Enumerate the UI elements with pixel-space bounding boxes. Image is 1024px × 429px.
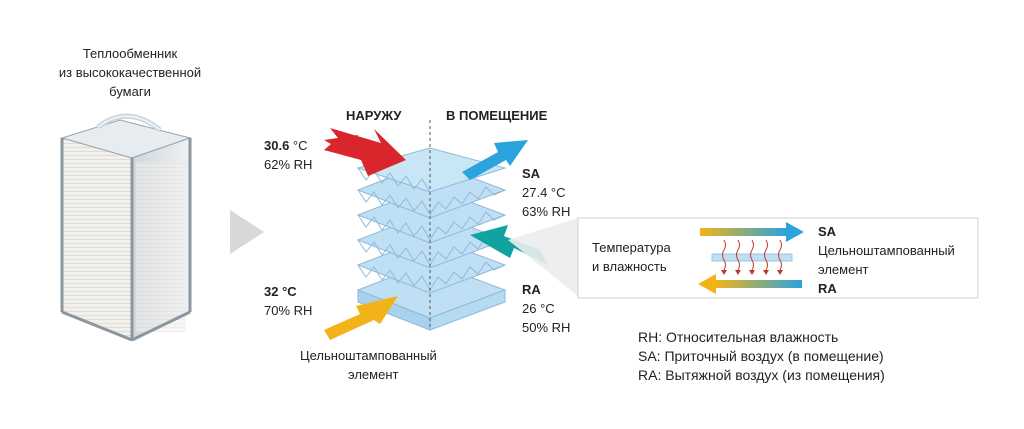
- legend: RH: Относительная влажность SA: Приточны…: [638, 328, 885, 385]
- detail-left-text-line-2: и влажность: [592, 259, 667, 274]
- detail-element-text-line-1: Цельноштампованный: [818, 243, 955, 258]
- outdoor-intake-rh: 70% RH: [264, 303, 313, 318]
- detail-left-text: Температура и влажность: [592, 238, 671, 276]
- outdoor-intake-readout: 32 °C 70% RH: [264, 282, 312, 320]
- detail-left-text-line-1: Температура: [592, 240, 671, 255]
- outdoor-intake-temp: 32 °C: [264, 284, 297, 299]
- filter-caption-line-3: бумаги: [109, 84, 151, 99]
- outdoor-intake-arrow: [324, 296, 398, 340]
- supply-air-rh: 63% RH: [522, 204, 571, 219]
- filter-caption-line-1: Теплообменник: [82, 46, 178, 61]
- filter-illustration: [60, 113, 192, 342]
- return-air-readout: RA 26 °C 50% RH: [522, 280, 570, 337]
- return-air-rh: 50% RH: [522, 320, 571, 335]
- pointer-triangle: [230, 210, 264, 254]
- outdoor-exhaust-readout: 30.6 °C 62% RH: [264, 136, 312, 174]
- detail-ra-label: RA: [818, 281, 837, 296]
- detail-element-text-line-2: элемент: [818, 262, 869, 277]
- detail-right-text: SA Цельноштампованный элемент RA: [818, 222, 955, 298]
- element-caption: Цельноштампованный элемент: [300, 346, 437, 384]
- header-outside: НАРУЖУ: [346, 108, 402, 123]
- element-caption-line-2: элемент: [348, 367, 399, 382]
- outdoor-exhaust-temp: 30.6: [264, 138, 290, 153]
- filter-caption: Теплообменник из высококачественной бума…: [40, 44, 220, 101]
- outdoor-exhaust-temp-unit: °C: [289, 138, 308, 153]
- header-inside: В ПОМЕЩЕНИЕ: [446, 108, 548, 123]
- return-air-temp: 26 °C: [522, 301, 555, 316]
- legend-rh: RH: Относительная влажность: [638, 329, 839, 345]
- outdoor-exhaust-arrow-head: [324, 135, 358, 155]
- detail-callout: [508, 217, 979, 299]
- supply-air-readout: SA 27.4 °C 63% RH: [522, 164, 570, 221]
- return-air-label: RA: [522, 282, 541, 297]
- filter-caption-line-2: из высококачественной: [58, 65, 202, 80]
- element-caption-line-1: Цельноштампованный: [300, 348, 437, 363]
- detail-sa-label: SA: [818, 224, 837, 239]
- legend-ra: RA: Вытяжной воздух (из помещения): [638, 367, 885, 383]
- supply-air-arrow: [462, 140, 528, 180]
- outdoor-exhaust-rh: 62% RH: [264, 157, 313, 172]
- supply-air-temp: 27.4 °C: [522, 185, 566, 200]
- legend-sa: SA: Приточный воздух (в помещение): [638, 348, 884, 364]
- supply-air-label: SA: [522, 166, 541, 181]
